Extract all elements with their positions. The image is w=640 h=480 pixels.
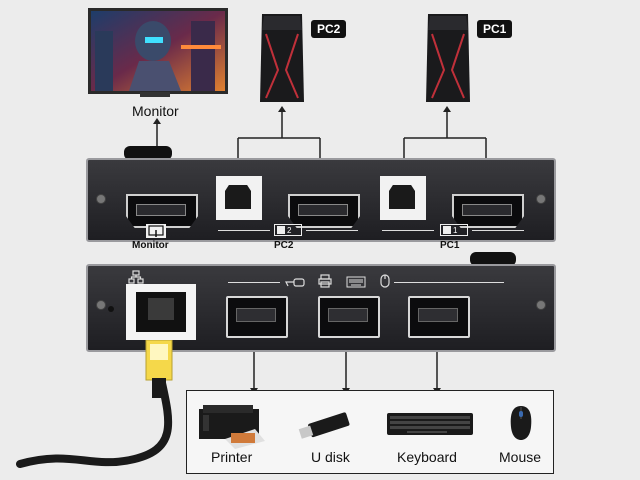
panel-pc1-label: PC1 [440, 240, 460, 251]
peripherals-box: Printer U disk Keyboard Mouse [186, 390, 554, 474]
mouse-device [509, 405, 533, 441]
pc2-tower [258, 10, 306, 106]
monitor-stand [140, 92, 170, 97]
screw [96, 300, 106, 310]
usb-bracket-left-line [228, 282, 280, 283]
screw [536, 194, 546, 204]
keyboard-icon [346, 275, 366, 288]
status-led [108, 306, 114, 312]
pc2-badge-number: 2 [287, 225, 292, 235]
network-icon [128, 270, 144, 284]
pc1-hdmi-port [452, 194, 524, 228]
ethernet-cable [16, 340, 173, 468]
monitor-screen [88, 8, 228, 94]
pc1-tower [424, 10, 472, 106]
usb-bracket-right-line [394, 282, 504, 283]
monitor-device [86, 6, 228, 106]
monitor-hdmi-port [126, 194, 198, 228]
top-knob [124, 146, 172, 160]
front-panel [86, 264, 556, 352]
usb-a-port-3 [408, 296, 470, 338]
pc2-badge: 2 [274, 224, 302, 236]
pc1-tag: PC1 [477, 20, 513, 38]
pc2-bracket-right [306, 230, 358, 231]
mouse-icon [380, 274, 390, 288]
pc1-usb-b-port [380, 176, 426, 220]
pc2-usb-b-port [216, 176, 262, 220]
pc2-tag: PC2 [311, 20, 347, 38]
printer-device [195, 401, 267, 449]
mouse-label: Mouse [499, 449, 542, 465]
pc1-bracket-left [382, 230, 434, 231]
printer-label: Printer [211, 449, 253, 465]
keyboard-device [387, 411, 473, 437]
pc2-bracket-left [218, 230, 270, 231]
udisk-label: U disk [311, 449, 350, 465]
usb-a-port-2 [318, 296, 380, 338]
keyboard-label: Keyboard [397, 449, 457, 465]
panel-monitor-label: Monitor [132, 240, 169, 251]
pc1-badge: 1 [440, 224, 468, 236]
printer-icon [318, 274, 332, 288]
usb-cable-icon [284, 276, 306, 288]
screw [96, 194, 106, 204]
panel-pc2-label: PC2 [274, 240, 294, 251]
pc1-bracket-right [472, 230, 524, 231]
game-wallpaper-image [91, 11, 225, 91]
pc1-badge-number: 1 [453, 225, 458, 235]
monitor-touch-icon [146, 224, 166, 238]
monitor-label: Monitor [132, 103, 179, 119]
udisk-device [297, 411, 353, 441]
back-panel: 2 1 [86, 158, 556, 242]
usb-a-port-1 [226, 296, 288, 338]
side-knob [470, 252, 516, 266]
screw [536, 300, 546, 310]
rj45-port [126, 284, 196, 340]
pc2-hdmi-port [288, 194, 360, 228]
